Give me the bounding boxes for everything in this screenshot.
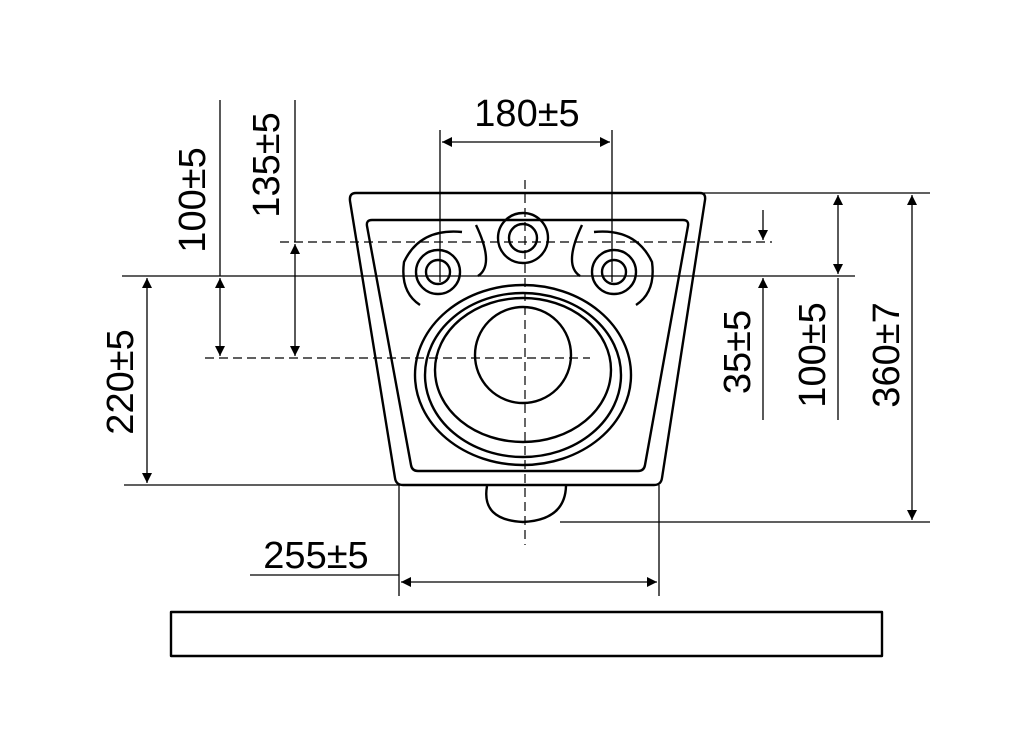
dim-label-top-width: 180±5	[474, 93, 579, 135]
dim-label-right-total: 360±7	[866, 302, 908, 407]
drain-circle	[473, 305, 573, 405]
dim-label-left-height: 220±5	[100, 329, 142, 434]
dim-label-bottom-width: 255±5	[263, 535, 368, 577]
left-fixing-hole-inner	[424, 258, 452, 286]
floor-base-bar	[169, 610, 884, 658]
water-inlet-inner	[507, 222, 539, 254]
left-bowl-lobe	[402, 224, 488, 307]
bowl-inner-ring	[433, 296, 613, 444]
right-bowl-lobe	[570, 224, 654, 307]
dim-label-upper-left: 135±5	[246, 112, 288, 217]
dim-label-right-small: 35±5	[717, 310, 759, 394]
dim-label-right-middle: 100±5	[792, 302, 834, 407]
bowl-middle-ring	[423, 291, 623, 459]
right-fixing-hole-inner	[600, 258, 628, 286]
water-inlet-outer	[496, 211, 550, 265]
bowl-outer-ring	[413, 283, 633, 467]
left-fixing-hole-outer	[414, 248, 462, 296]
dim-label-upper-left-inner: 100±5	[172, 147, 214, 252]
outlet-spout	[485, 485, 568, 524]
right-fixing-hole-outer	[590, 248, 638, 296]
bowl-inner-outline	[365, 218, 690, 473]
bowl-outer-outline	[348, 191, 707, 487]
